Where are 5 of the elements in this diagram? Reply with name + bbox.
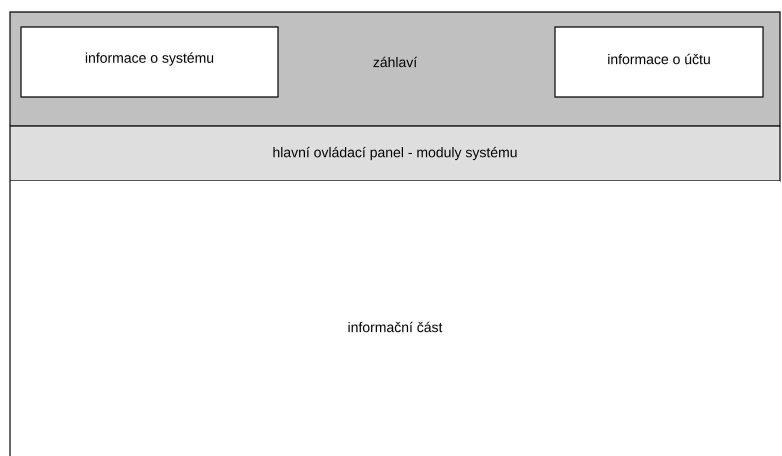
- node-label: informační část: [348, 322, 442, 332]
- content-area: informační část: [9, 181, 780, 456]
- panel-band: hlavní ovládací panel - moduly systému: [9, 125, 781, 182]
- info-box: informace o účtu: [554, 26, 764, 98]
- info-box: informace o systému: [20, 26, 279, 98]
